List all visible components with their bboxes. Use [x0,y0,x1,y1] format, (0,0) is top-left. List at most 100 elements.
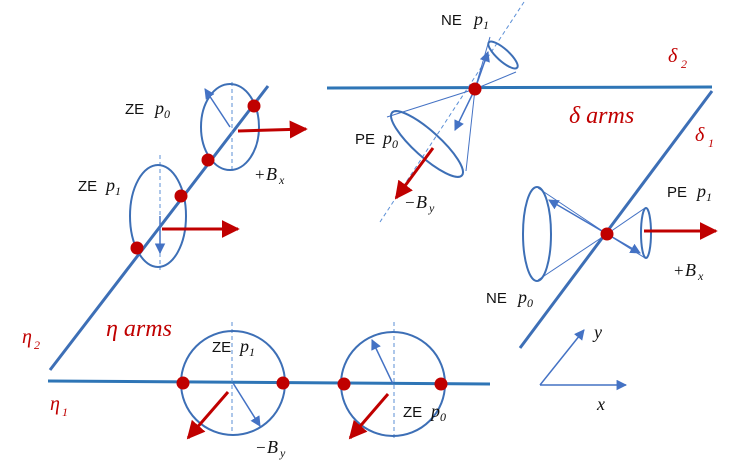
label-minus-by-bottom: − B y [256,437,286,460]
red-dot [337,377,351,391]
svg-text:p: p [516,287,527,307]
cone-edge [537,233,608,281]
red-dot [130,241,144,255]
label-ze-p0-upper: ZE p 0 [125,98,170,121]
blue-arrow [474,51,490,90]
svg-text:0: 0 [440,410,446,424]
ze-p1-left-group [129,155,240,270]
eta2-label: η 2 [22,326,40,352]
eta1-line [47,379,491,386]
svg-text:1: 1 [706,190,712,204]
svg-text:0: 0 [392,137,398,151]
label-ze-p0-bottom: ZE p 0 [403,401,446,424]
svg-text:ZE: ZE [403,404,422,421]
svg-text:p: p [472,9,483,29]
svg-text:−: − [405,193,415,212]
blue-arrow [204,88,231,128]
svg-text:+: + [255,165,265,184]
ellipse [129,164,187,268]
svg-text:p: p [381,128,392,148]
svg-text:2: 2 [34,338,40,352]
delta1-label: δ 1 [695,124,714,150]
blue-arrow [454,88,476,131]
svg-text:B: B [416,192,427,212]
svg-text:1: 1 [483,18,489,32]
svg-text:1: 1 [708,136,714,150]
cone-base [640,207,652,259]
delta2-line [326,85,713,90]
blue-arrow [371,339,394,385]
svg-text:y: y [428,201,435,215]
svg-text:B: B [266,164,277,184]
svg-text:NE: NE [441,12,462,29]
label-plus-bx-upper: + B x [255,164,285,187]
label-ze-p1-bottom: ZE p 1 [212,336,255,359]
svg-text:1: 1 [62,405,68,419]
red-arrow [186,391,230,440]
svg-text:ZE: ZE [78,178,97,195]
label-ne-p0-right: NE p 0 [486,287,533,310]
cone-edge [537,187,608,235]
svg-text:ZE: ZE [125,101,144,118]
svg-text:PE: PE [355,131,375,148]
ze-p0-bottom-group [337,322,448,440]
svg-text:δ: δ [695,124,705,146]
svg-text:p: p [238,336,249,356]
delta2-label: δ 2 [668,45,687,71]
svg-text:2: 2 [681,57,687,71]
cone-edge [474,71,517,90]
label-pe-p1-right: PE p 1 [667,181,712,204]
label-ne-p1-top: NE p 1 [441,9,489,32]
red-dot [276,376,290,390]
svg-text:y: y [279,446,286,460]
svg-text:PE: PE [667,184,687,201]
label-minus-by-top: − B y [405,192,435,215]
label-ze-p1-left: ZE p 1 [78,175,121,198]
cone-base [390,110,464,178]
red-arrow [348,393,390,440]
svg-text:η: η [22,326,32,348]
svg-text:p: p [104,175,115,195]
red-dot [174,189,188,203]
red-dot [468,82,482,96]
svg-text:x: x [697,269,704,283]
svg-text:p: p [429,401,440,421]
ellipse [200,83,260,171]
ze-p1-bottom-group [176,322,290,440]
svg-text:0: 0 [164,107,170,121]
svg-text:p: p [153,98,164,118]
svg-text:1: 1 [115,184,121,198]
svg-text:B: B [267,437,278,457]
svg-text:−: − [256,438,266,457]
delta2-cones-group [379,1,525,223]
svg-text:1: 1 [249,345,255,359]
cone-base [487,40,519,70]
delta-arms-title: δ arms [569,103,634,129]
red-dot [434,377,448,391]
cone-edge [606,207,646,235]
coordinate-axes: x y [539,322,628,414]
red-dot [247,99,261,113]
ze-p0-upper-group [200,82,308,172]
svg-text:NE: NE [486,290,507,307]
label-plus-bx-right: + B x [674,260,704,283]
red-arrow [394,147,435,200]
delta1-cones-group [522,186,718,282]
eta-arms-title: η arms [106,316,172,342]
red-arrow [237,120,308,139]
blue-arrow [232,382,261,427]
svg-text:x: x [278,173,285,187]
svg-text:ZE: ZE [212,339,231,356]
red-dot [176,376,190,390]
svg-text:0: 0 [527,296,533,310]
red-dot [201,153,215,167]
label-pe-p0-top: PE p 0 [355,128,398,151]
eta1-label: η 1 [50,393,68,419]
y-axis-arrow [539,329,585,386]
svg-text:δ: δ [668,45,678,67]
red-dot [600,227,614,241]
svg-text:p: p [695,181,706,201]
cone-base [522,186,552,282]
